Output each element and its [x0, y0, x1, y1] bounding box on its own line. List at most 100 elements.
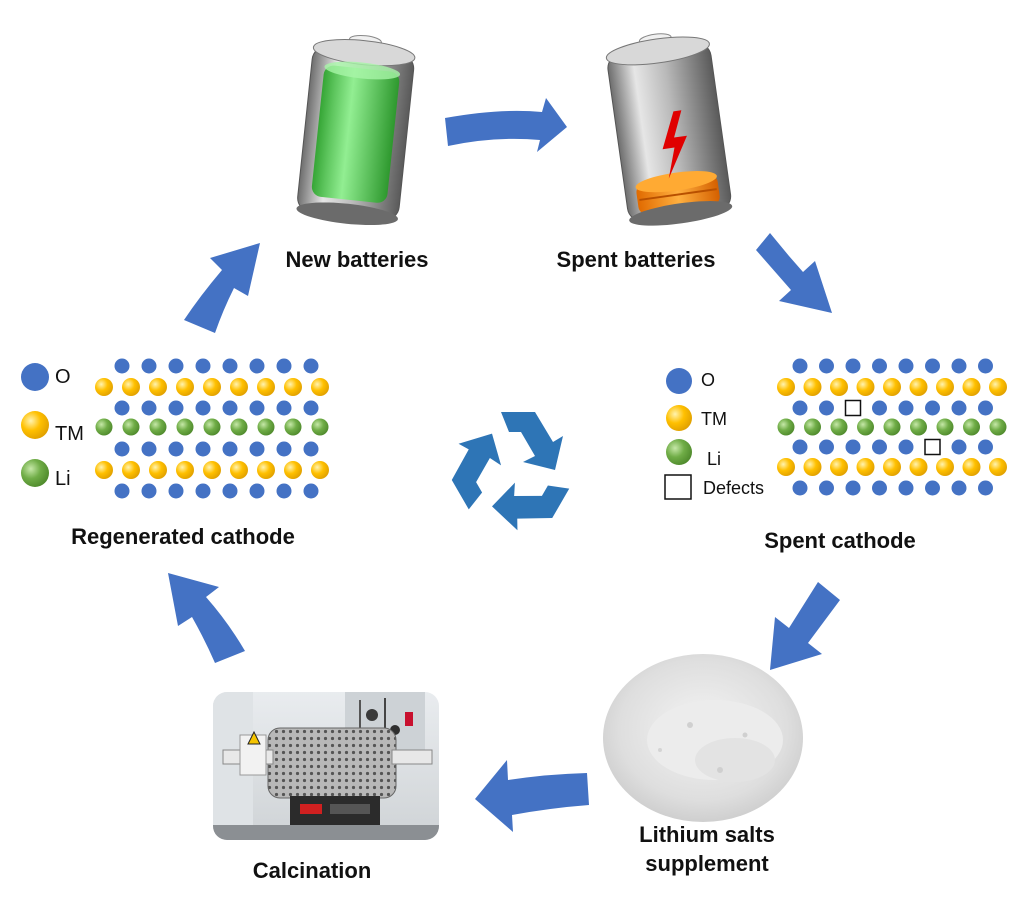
li-atom: [95, 418, 113, 436]
li-atom: [936, 418, 954, 436]
tm-atom: [122, 461, 140, 479]
oxygen-atom: [303, 400, 319, 416]
legend-li-label: Li: [707, 449, 721, 469]
oxygen-atom: [951, 400, 967, 416]
oxygen-atom: [819, 358, 834, 374]
tm-atom: [203, 378, 221, 396]
legend-tm-label: TM: [701, 409, 727, 429]
label-spent-cathode: Spent cathode: [764, 528, 916, 553]
legend-oxygen-label: O: [701, 370, 715, 390]
legend-tm-label: TM: [55, 423, 84, 445]
oxygen-atom: [195, 483, 211, 499]
oxygen-atom: [141, 441, 157, 457]
oxygen-atom: [222, 358, 238, 374]
oxygen-atom: [168, 358, 184, 374]
oxygen-atom: [898, 480, 914, 496]
oxygen-atom: [249, 483, 265, 499]
tm-atom: [883, 458, 901, 476]
oxygen-atom: [978, 439, 993, 455]
tm-atom: [989, 458, 1007, 476]
oxygen-atom: [303, 358, 319, 374]
legend-spent: O TM Li Defects: [664, 368, 764, 500]
oxygen-atom: [845, 358, 861, 374]
tm-atom: [777, 458, 795, 476]
oxygen-atom: [276, 441, 292, 457]
oxygen-atom: [141, 483, 157, 499]
oxygen-atom: [168, 400, 184, 416]
label-new-batteries: New batteries: [285, 247, 428, 272]
tm-atom: [176, 461, 194, 479]
oxygen-atom: [249, 441, 265, 457]
oxygen-atom: [978, 358, 993, 374]
oxygen-atom: [249, 358, 265, 374]
oxygen-atom: [276, 400, 292, 416]
tm-atom: [856, 458, 875, 476]
oxygen-atom: [978, 400, 993, 416]
oxygen-atom: [925, 480, 940, 496]
cycle-arrows: [168, 98, 840, 832]
tm-atom: [803, 378, 822, 396]
tm-atom: [176, 378, 194, 396]
oxygen-atom: [872, 480, 887, 496]
tm-atom: [989, 378, 1007, 396]
tm-atom: [311, 378, 329, 396]
oxygen-atom: [195, 441, 211, 457]
tm-atom: [257, 378, 275, 396]
oxygen-atom: [303, 483, 319, 499]
oxygen-atom: [951, 480, 967, 496]
tm-atom: [230, 378, 248, 396]
oxygen-atom: [114, 483, 130, 499]
li-atom: [830, 418, 848, 436]
li-atom: [203, 418, 221, 436]
tm-atom: [883, 378, 901, 396]
oxygen-atom: [303, 441, 319, 457]
oxygen-atom: [845, 439, 861, 455]
oxygen-atom: [872, 400, 887, 416]
oxygen-atom: [792, 439, 808, 455]
label-calcination: Calcination: [253, 858, 372, 883]
tm-atom: [962, 458, 981, 476]
oxygen-atom: [792, 480, 808, 496]
label-spent-batteries: Spent batteries: [557, 247, 716, 272]
legend-regenerated: O TM Li: [21, 363, 84, 490]
oxygen-atom: [195, 358, 211, 374]
oxygen-atom: [222, 400, 238, 416]
arrow-spent-to-cathode: [756, 233, 832, 313]
label-regenerated-cathode: Regenerated cathode: [71, 524, 295, 549]
tm-atom: [936, 378, 954, 396]
tm-atom: [830, 458, 848, 476]
oxygen-atom: [819, 480, 834, 496]
tm-atom: [777, 378, 795, 396]
oxygen-atom: [845, 480, 861, 496]
tm-atom: [311, 461, 329, 479]
oxygen-atom: [898, 358, 914, 374]
li-atom: [149, 418, 167, 436]
oxygen-atom: [925, 358, 940, 374]
label-supplement: supplement: [645, 851, 769, 876]
oxygen-atom: [872, 439, 887, 455]
battery-full-icon: [296, 34, 416, 226]
legend-oxygen-atom: [21, 363, 49, 391]
arrow-salts-to-calcination: [475, 760, 589, 832]
tm-atom: [803, 458, 822, 476]
tm-atom: [284, 461, 302, 479]
oxygen-atom: [141, 400, 157, 416]
legend-oxygen-atom: [666, 368, 692, 394]
defect-site: [924, 438, 941, 456]
oxygen-atom: [819, 400, 834, 416]
oxygen-atom: [792, 358, 808, 374]
lightning-icon: [662, 110, 687, 179]
spent-lattice: [777, 358, 1007, 496]
li-atom: [857, 418, 874, 436]
oxygen-atom: [249, 400, 265, 416]
legend-li-atom: [666, 439, 692, 465]
tm-atom: [149, 378, 167, 396]
powder-photo: [603, 654, 803, 822]
tm-atom: [203, 461, 221, 479]
oxygen-atom: [925, 400, 940, 416]
label-lithium-salts: Lithium salts: [639, 822, 775, 847]
tm-atom: [122, 378, 140, 396]
oxygen-atom: [872, 358, 887, 374]
tm-atom: [909, 378, 928, 396]
